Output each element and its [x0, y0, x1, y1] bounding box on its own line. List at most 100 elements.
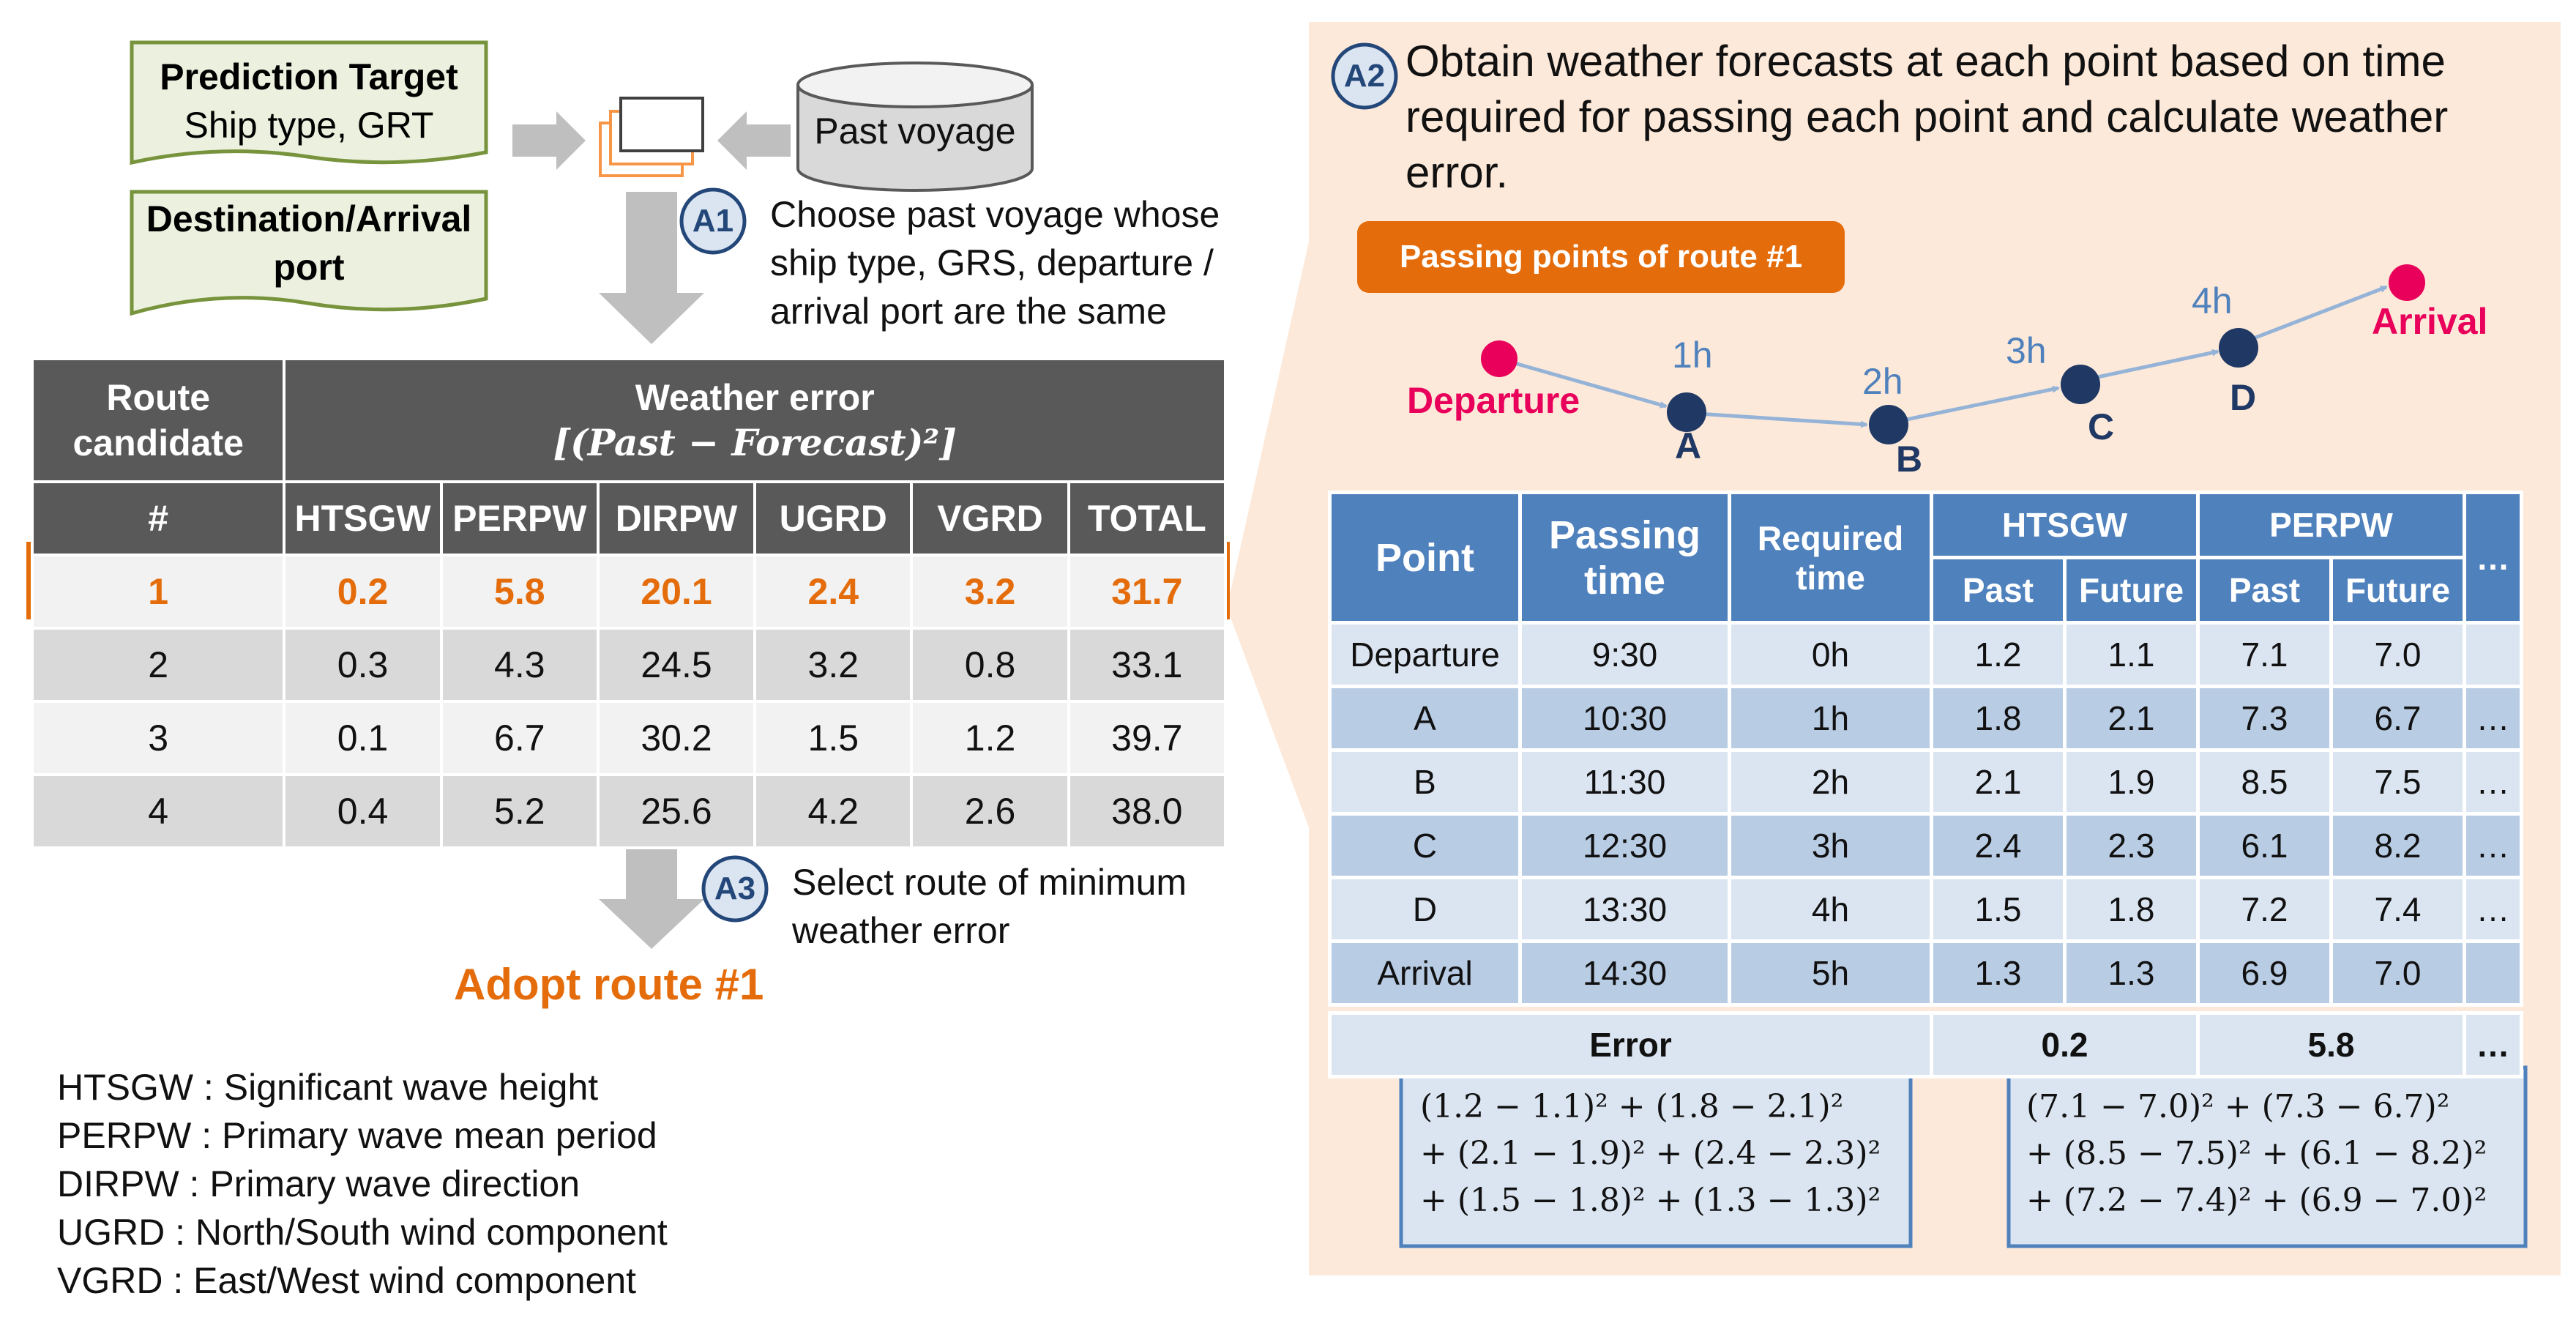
route-column-header: TOTAL [1067, 480, 1228, 556]
route-cell: 1.5 [753, 700, 914, 776]
passing-cell: 9:30 [1518, 621, 1731, 688]
prediction-target-title: Prediction Target [160, 56, 458, 97]
route-cell: 1 [30, 554, 286, 630]
passing-cell: 1.1 [2062, 621, 2200, 688]
destination-line1: Destination/Arrival [146, 198, 472, 239]
destination-arrival-port: Destination/Arrival port [132, 195, 486, 291]
passing-cell: 2.3 [2062, 812, 2200, 879]
badge-a3 [701, 855, 769, 923]
passing-cell: Arrival [1328, 939, 1522, 1007]
legend-vgrd: VGRD : East/West wind component [57, 1260, 637, 1301]
route-cell: 30.2 [596, 700, 757, 776]
passing-cell: 14:30 [1518, 939, 1731, 1007]
error-row: Error 0.2 5.8 … [1328, 1011, 2524, 1078]
passing-time-table: Point Passing time Required time HTSGW P… [1328, 491, 2524, 1078]
route-cell: 31.7 [1067, 554, 1228, 630]
passing-cell: … [2463, 876, 2524, 943]
route-cell: 3.2 [753, 627, 914, 703]
route-cell: 5.8 [439, 554, 600, 630]
passing-cell: 12:30 [1518, 812, 1731, 879]
passing-cell: 7.0 [2329, 621, 2467, 688]
passing-cell: 1.9 [2062, 748, 2200, 816]
error-label: Error [1328, 1011, 1933, 1078]
passing-cell: … [2463, 685, 2524, 752]
route-header-line2: candidate [72, 422, 244, 463]
step-a3-text: Select route of minimum weather error [792, 858, 1187, 955]
route-cell: 6.7 [439, 700, 600, 776]
passing-cell: B [1328, 748, 1522, 816]
htsgw-formula: (1.2 − 1.1)² + (1.8 − 2.1)² + (2.1 − 1.9… [1420, 1084, 1881, 1224]
point-a-marker [1667, 392, 1706, 432]
route-column-header: UGRD [753, 480, 914, 556]
passing-time-header: Passing time [1518, 491, 1731, 625]
step-a2-line3: error. [1405, 148, 1509, 197]
badge-a3-label: A3 [714, 871, 756, 906]
htsgw-formula-line1: (1.2 − 1.1)² + (1.8 − 2.1)² [1420, 1088, 1844, 1125]
passing-cell: 10:30 [1518, 685, 1731, 752]
adopt-route-label: Adopt route #1 [454, 960, 764, 1009]
prediction-target-box [130, 40, 488, 165]
passing-cell: 6.9 [2196, 939, 2334, 1007]
passing-cell [2463, 939, 2524, 1007]
passing-cell: C [1328, 812, 1522, 879]
route-cell: 0.2 [283, 554, 443, 630]
perpw-formula-line3: + (7.2 − 7.4)² + (6.9 − 7.0)² [2026, 1182, 2487, 1219]
htsgw-formula-line2: + (2.1 − 1.9)² + (2.4 − 2.3)² [1420, 1135, 1881, 1172]
route-cell: 20.1 [596, 554, 757, 630]
abbreviation-legend: HTSGW : Significant wave height PERPW : … [57, 1063, 668, 1305]
badge-a1-label: A1 [692, 203, 734, 239]
down-arrow-icon-2 [599, 843, 704, 949]
passing-cell: 1.2 [1930, 621, 2067, 688]
route-cell: 0.8 [910, 627, 1070, 703]
point-b-time: 2h [1862, 361, 1903, 402]
passing-cell: 1.8 [1930, 685, 2067, 752]
passing-cell: 5h [1728, 939, 1933, 1007]
error-htsgw: 0.2 [1929, 1011, 2200, 1078]
htsgw-past-header: Past [1930, 556, 2067, 625]
departure-label: Departure [1407, 380, 1580, 421]
passing-cell: 7.2 [2196, 876, 2334, 943]
route-cell: 4.2 [753, 773, 914, 849]
stacked-documents-icon [599, 97, 704, 177]
step-a2-text: Obtain weather forecasts at each point b… [1405, 34, 2547, 201]
gap-cell [1329, 1005, 2522, 1013]
route-cell: 4.3 [439, 627, 600, 703]
route-diagram [1498, 285, 2388, 428]
passing-points-label: Passing points of route #1 [1357, 221, 1845, 293]
step-a3-line2: weather error [792, 910, 1010, 951]
table-gap [1329, 1005, 2522, 1013]
passing-cell: 1.3 [2062, 939, 2200, 1007]
arrival-marker [2389, 264, 2425, 301]
step-a2-line2: required for passing each point and calc… [1405, 92, 2449, 141]
route-header-line1: Route [106, 377, 211, 418]
route-cell: 25.6 [596, 773, 757, 849]
passing-cell: 6.7 [2329, 685, 2467, 752]
legend-perpw: PERPW : Primary wave mean period [57, 1115, 657, 1156]
passing-time-header-line1: Passing [1548, 513, 1701, 557]
passing-cell: Departure [1328, 621, 1522, 688]
legend-dirpw: DIRPW : Primary wave direction [57, 1163, 580, 1204]
passing-cell: 11:30 [1518, 748, 1731, 816]
passing-cell: 2.1 [2062, 685, 2200, 752]
point-d-label: D [2230, 377, 2257, 418]
point-c-label: C [2088, 406, 2115, 447]
route-cell: 2.6 [910, 773, 1070, 849]
error-perpw: 5.8 [2196, 1011, 2467, 1078]
departure-marker [1481, 340, 1517, 377]
passing-cell: 7.3 [2196, 685, 2334, 752]
point-b-marker [1869, 405, 1908, 444]
legend-ugrd: UGRD : North/South wind component [57, 1212, 668, 1253]
route-cell: 2 [30, 627, 286, 703]
point-a-time: 1h [1672, 335, 1713, 376]
legend-htsgw: HTSGW : Significant wave height [57, 1067, 599, 1108]
step-a1-text: Choose past voyage whose ship type, GRS,… [770, 190, 1220, 335]
route-candidate-header: Route candidate [30, 357, 286, 483]
prediction-target: Prediction Target Ship type, GRT [132, 53, 486, 149]
passing-cell [2463, 621, 2524, 688]
database-icon [796, 62, 1034, 192]
